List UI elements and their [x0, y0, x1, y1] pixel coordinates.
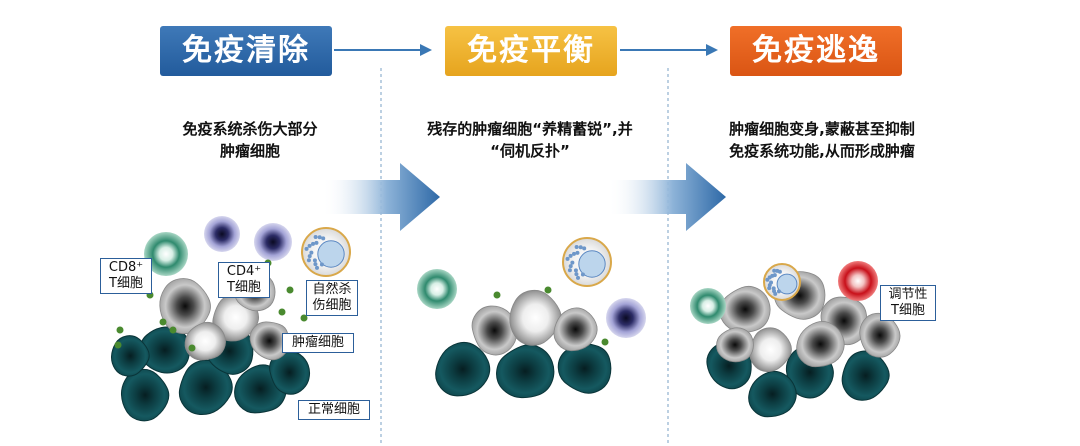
label-nk-cell: 自然杀 伤细胞 — [306, 280, 358, 316]
nk-nucleus — [317, 240, 345, 268]
cytokine-dot — [116, 326, 124, 334]
stage-desc-equilibrium: 残存的肿瘤细胞“养精蓄锐”,并 “伺机反扑” — [427, 120, 633, 160]
tumor-cell — [859, 312, 901, 358]
cytokine-dot — [169, 326, 177, 334]
tumor-cell — [749, 327, 792, 372]
nk-granule — [307, 254, 312, 259]
cd4-t-cell — [254, 223, 292, 261]
nk-granule — [769, 280, 774, 285]
connector-arrowhead-icon — [420, 44, 432, 56]
normal-cell — [435, 341, 491, 397]
tumor-cell — [553, 307, 598, 352]
stage-title-elimination: 免疫清除 — [160, 26, 332, 76]
normal-cell — [841, 350, 890, 401]
nk-granule — [578, 245, 583, 250]
tumor-cell — [796, 320, 845, 368]
nk-nucleus — [578, 250, 606, 278]
tumor-cell — [719, 285, 771, 333]
nk-granule — [319, 262, 324, 267]
nk-granule — [568, 253, 573, 258]
nk-granule — [309, 250, 314, 255]
nk-granule — [312, 258, 317, 263]
nk-granule — [306, 258, 311, 263]
nk-granule — [771, 286, 776, 291]
cd8-t-cell — [690, 288, 726, 324]
nk-granule — [570, 260, 575, 265]
normal-cell — [269, 350, 311, 395]
tumor-cell — [716, 327, 754, 363]
nk-granule — [314, 240, 319, 245]
stage-desc-elimination: 免疫系统杀伤大部分 肿瘤细胞 — [182, 120, 318, 160]
cytokine-dot — [601, 338, 609, 346]
nk-granule — [582, 246, 587, 251]
nk-granule — [313, 235, 318, 240]
stage-title-equilibrium: 免疫平衡 — [445, 26, 617, 76]
cytokine-dot — [300, 314, 308, 322]
normal-cell — [120, 368, 170, 422]
nk-granule — [571, 251, 576, 256]
normal-cell — [557, 343, 612, 394]
nk-granule — [772, 273, 777, 278]
nk-granule — [574, 245, 579, 250]
nk-granule — [580, 272, 585, 277]
cytokine-dot — [493, 291, 501, 299]
label-cd8-t-cell: CD8⁺ T细胞 — [100, 258, 152, 294]
tumor-cell — [509, 289, 562, 346]
nk-granule — [565, 256, 570, 261]
nk-nucleus — [776, 273, 798, 295]
nk-granule — [777, 269, 782, 274]
normal-cell — [748, 370, 797, 418]
label-tumor-cell: 肿瘤细胞 — [282, 333, 354, 353]
nk-granule — [575, 275, 580, 280]
tumor-cell — [184, 321, 226, 361]
cd4-t-cell — [606, 298, 646, 338]
nk-granule — [317, 235, 322, 240]
nk-granule — [314, 265, 319, 270]
nk-granule — [567, 268, 572, 273]
nk-granule — [304, 246, 309, 251]
treg-cell — [838, 261, 878, 301]
nk-granule — [575, 250, 580, 255]
nk-granule — [310, 241, 315, 246]
label-treg-cell: 调节性 T细胞 — [880, 285, 936, 321]
tumor-cell — [249, 321, 290, 361]
progression-arrow-icon — [322, 163, 440, 231]
nk-granule — [573, 268, 578, 273]
stage-title-escape: 免疫逃逸 — [730, 26, 902, 76]
cd8-t-cell — [417, 269, 457, 309]
nk-granule — [307, 243, 312, 248]
cytokine-dot — [544, 286, 552, 294]
cytokine-dot — [278, 308, 286, 316]
cd8-t-cell — [144, 232, 188, 276]
nk-granule — [313, 262, 318, 267]
connector-arrowhead-icon — [706, 44, 718, 56]
cytokine-dot — [159, 318, 167, 326]
cd4-t-cell — [204, 216, 240, 252]
nk-granule — [776, 289, 781, 294]
stage-desc-escape: 肿瘤细胞变身,蒙蔽甚至抑制 免疫系统功能,从而形成肿瘤 — [729, 120, 915, 160]
label-cd4-t-cell: CD4⁺ T细胞 — [218, 262, 270, 298]
nk-granule — [568, 264, 573, 269]
nk-granule — [767, 286, 772, 291]
nk-granule — [772, 268, 777, 273]
cytokine-dot — [114, 341, 122, 349]
label-normal-cell: 正常细胞 — [298, 400, 370, 420]
nk-granule — [321, 236, 326, 241]
cytokine-dot — [188, 344, 196, 352]
progression-arrow-icon — [608, 163, 726, 231]
nk-granule — [574, 272, 579, 277]
cytokine-dot — [286, 286, 294, 294]
normal-cell — [496, 344, 555, 399]
